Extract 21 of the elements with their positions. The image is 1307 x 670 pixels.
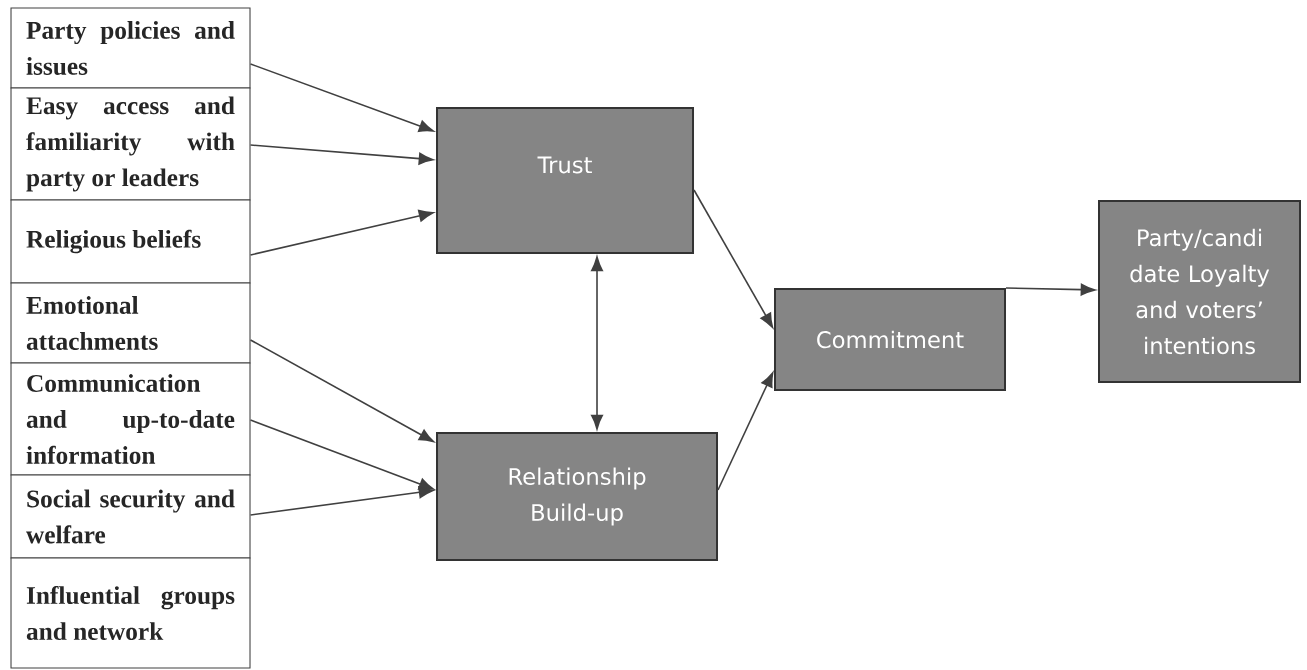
factor-box: Emotional attachments	[10, 282, 251, 364]
arrow	[249, 339, 434, 443]
arrow	[249, 419, 434, 490]
arrow	[590, 256, 604, 430]
arrow	[249, 63, 434, 133]
factor-box: Communication and up-to-date information	[10, 362, 251, 476]
arrow	[1005, 283, 1096, 296]
concept-box: Trust	[436, 107, 694, 254]
factor-box: Influential groups and network	[10, 557, 251, 669]
factor-box: Social security and welfare	[10, 474, 251, 559]
arrow	[249, 209, 434, 256]
arrow	[249, 144, 434, 165]
concept-box: Relationship Build-up	[436, 432, 718, 561]
concept-box: Party/candi date Loyalty and voters’ intentions	[1098, 200, 1301, 383]
factor-box: Easy access and familiarity with party or leaders	[10, 87, 251, 201]
factor-box: Party policies and issues	[10, 7, 251, 89]
concept-box: Commitment	[774, 288, 1006, 391]
factor-box: Religious beliefs	[10, 199, 251, 284]
arrow	[717, 372, 774, 491]
arrow	[693, 189, 774, 328]
arrow	[249, 486, 434, 516]
